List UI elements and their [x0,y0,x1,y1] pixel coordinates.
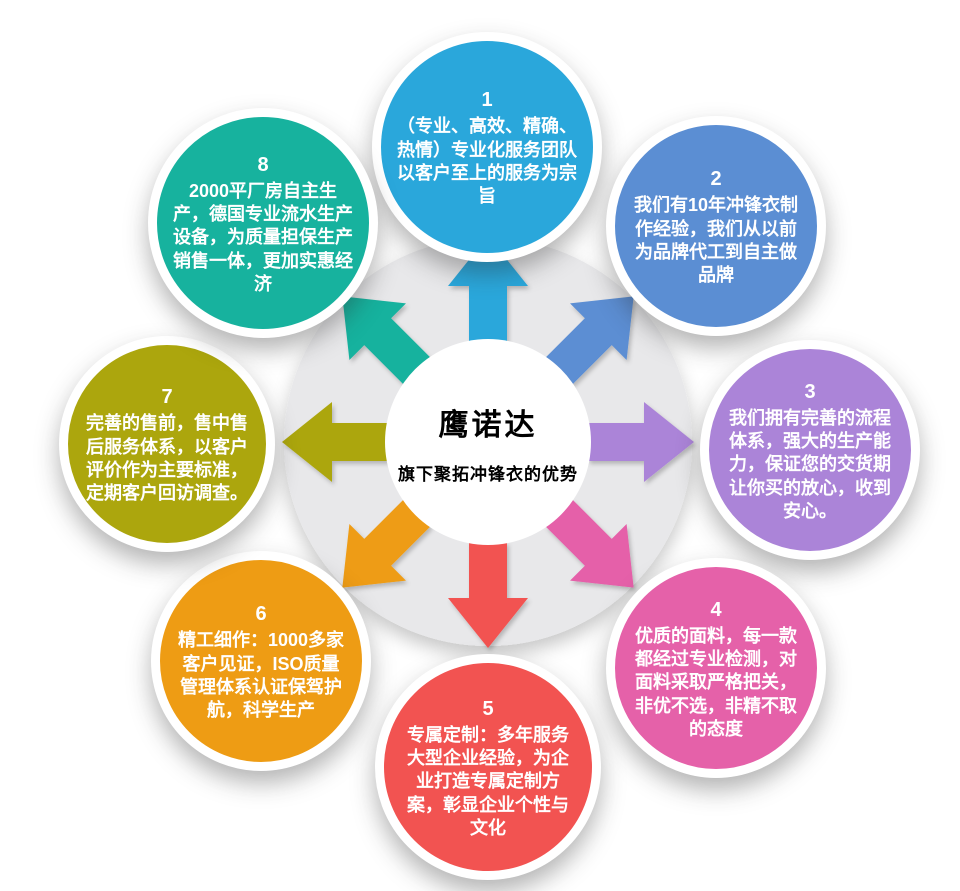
arrow-top-left-icon [342,296,431,385]
arrow-bottom-icon [448,542,528,648]
advantage-number: 3 [804,380,816,403]
advantage-text: 专属定制：多年服务大型企业经验，为企业打造专属定制方案，彰显企业个性与文化 [407,724,569,839]
hub-title: 鹰诺达 [438,408,538,442]
hub-center-disc [385,339,591,545]
arrow-top-right-icon [545,296,634,385]
hub-subtitle: 旗下聚拓冲锋衣的优势 [398,464,578,484]
advantage-circle-4: 4 优质的面料，每一款都经过专业检测，对面料采取严格把关，非优不选，非精不取的态… [606,558,826,778]
advantage-number: 2 [710,168,722,191]
advantage-number: 4 [710,598,722,621]
advantage-circle-8: 8 2000平厂房自主生产，德国专业流水生产设备，为质量担保生产销售一体，更加实… [148,108,378,338]
arrow-bottom-right-icon [545,499,634,588]
advantage-number: 6 [255,603,267,626]
advantage-text: 完善的售前，售中售后服务体系，以客户评价作为主要标准，定期客户回访调查。 [86,413,248,504]
advantage-number: 8 [257,153,269,176]
advantage-circle-7: 7 完善的售前，售中售后服务体系，以客户评价作为主要标准，定期客户回访调查。 [59,336,275,552]
advantage-number: 7 [161,386,173,409]
advantage-text: 2000平厂房自主生产，德国专业流水生产设备，为质量担保生产销售一体，更加实惠经… [173,180,353,295]
advantage-circle-2: 2 我们有10年冲锋衣制作经验，我们从以前为品牌代工到自主做品牌 [606,116,826,336]
advantage-text: 我们拥有完善的流程体系，强大的生产能力，保证您的交货期让你买的放心，收到安心。 [729,407,891,522]
arrow-right-icon [588,402,694,482]
advantage-text: 优质的面料，每一款都经过专业检测，对面料采取严格把关，非优不选，非精不取的态度 [635,625,797,740]
advantage-text: 精工细作：1000多家客户见证，ISO质量管理体系认证保驾护航，科学生产 [177,630,345,721]
advantage-text: 我们有10年冲锋衣制作经验，我们从以前为品牌代工到自主做品牌 [633,195,799,286]
hub-label: 鹰诺达 旗下聚拓冲锋衣的优势 [378,347,598,537]
advantage-text: （专业、高效、精确、热情）专业化服务团队以客户至上的服务为宗旨 [397,116,577,207]
arrow-bottom-left-icon [342,499,431,588]
arrow-top-icon [448,236,528,342]
advantage-number: 5 [482,697,494,720]
advantage-circle-6: 6 精工细作：1000多家客户见证，ISO质量管理体系认证保驾护航，科学生产 [151,551,371,771]
advantage-number: 1 [481,89,493,112]
arrow-left-icon [282,402,388,482]
advantage-circle-5: 5 专属定制：多年服务大型企业经验，为企业打造专属定制方案，彰显企业个性与文化 [375,654,601,880]
advantage-circle-1: 1 （专业、高效、精确、热情）专业化服务团队以客户至上的服务为宗旨 [372,32,602,262]
advantage-circle-3: 3 我们拥有完善的流程体系，强大的生产能力，保证您的交货期让你买的放心，收到安心… [700,340,920,560]
hub-arrows [282,236,694,648]
